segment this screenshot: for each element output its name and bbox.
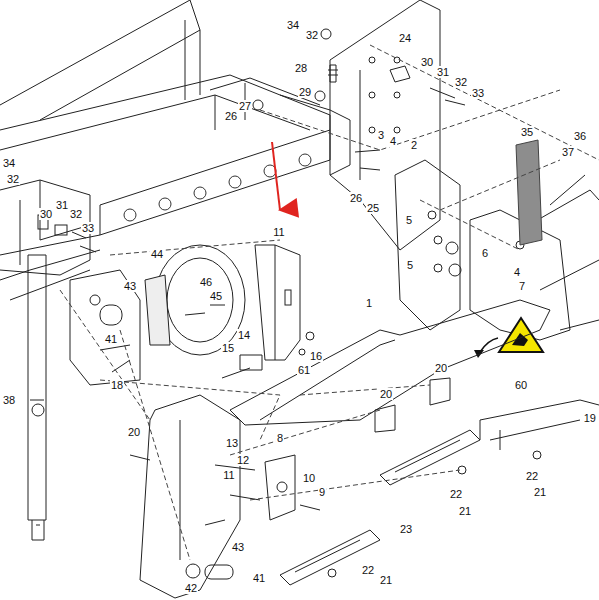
callout-number: 4 [513, 266, 521, 278]
callout-number: 8 [276, 432, 284, 444]
callout-number: 32 [454, 76, 468, 88]
frame-hole [229, 176, 241, 188]
callout-number: 22 [361, 564, 375, 576]
callout-number: 13 [225, 437, 239, 449]
callout-number: 37 [561, 146, 575, 158]
callout-number: 33 [81, 222, 95, 234]
callout-number: 32 [69, 208, 83, 220]
callout-number: 16 [309, 350, 323, 362]
frame-hole [299, 154, 311, 166]
callout-number: 32 [305, 29, 319, 41]
callout-number: 11 [272, 226, 285, 238]
callout-number: 5 [405, 214, 413, 226]
callout-number: 20 [127, 426, 141, 438]
callout-number: 42 [184, 582, 198, 594]
callout-number: 43 [231, 541, 245, 553]
callout-number: 3 [377, 129, 385, 141]
callout-number: 46 [199, 276, 213, 288]
callout-number: 22 [525, 470, 539, 482]
callout-number: 34 [2, 157, 16, 169]
frame-hole [124, 209, 136, 221]
callout-number: 36 [573, 130, 587, 142]
callout-number: 60 [514, 379, 528, 391]
plate-hole [369, 127, 375, 133]
callout-number: 26 [224, 110, 238, 122]
callout-number: 61 [297, 364, 311, 376]
callout-number: 6 [481, 247, 489, 259]
callout-number: 25 [366, 202, 380, 214]
callout-number: 22 [449, 488, 463, 500]
callout-number: 26 [349, 192, 363, 204]
plate-hole [369, 57, 375, 63]
plate-hole [394, 127, 400, 133]
callout-number: 21 [533, 486, 547, 498]
callout-number: 10 [302, 472, 316, 484]
callout-number: 31 [55, 199, 69, 211]
callout-number: 21 [458, 505, 472, 517]
callout-number: 15 [221, 342, 235, 354]
callout-number: 11 [222, 469, 235, 481]
callout-number: 19 [583, 412, 597, 424]
callout-number: 7 [518, 280, 526, 292]
callout-number: 41 [252, 572, 266, 584]
callout-number: 30 [39, 208, 53, 220]
plate-hole [369, 92, 375, 98]
callout-number: 32 [6, 173, 20, 185]
callout-number: 1 [365, 297, 373, 309]
callout-number: 2 [410, 139, 418, 151]
callout-number: 31 [436, 66, 450, 78]
callout-number: 20 [379, 388, 393, 400]
callout-number: 21 [379, 574, 393, 586]
plate-hole [394, 92, 400, 98]
callout-number: 9 [318, 486, 326, 498]
callout-number: 14 [237, 329, 251, 341]
frame-hole [194, 187, 206, 199]
callout-number: 29 [298, 86, 312, 98]
callout-number: 4 [389, 135, 397, 147]
callout-number: 20 [434, 362, 448, 374]
callout-number: 35 [520, 126, 534, 138]
callout-number: 38 [2, 394, 16, 406]
callout-number: 30 [420, 56, 434, 68]
callout-number: 33 [471, 87, 485, 99]
callout-number: 28 [294, 62, 308, 74]
callout-number: 27 [238, 100, 252, 112]
callout-number: 45 [209, 290, 223, 302]
callout-number: 18 [110, 379, 124, 391]
callout-number: 5 [406, 259, 414, 271]
callout-number: 24 [398, 32, 412, 44]
callout-number: 12 [236, 454, 250, 466]
callout-number: 43 [123, 280, 137, 292]
callout-number: 23 [399, 523, 413, 535]
callout-number: 34 [286, 19, 300, 31]
callout-number: 41 [104, 333, 118, 345]
frame-hole [159, 198, 171, 210]
callout-number: 44 [150, 248, 164, 260]
